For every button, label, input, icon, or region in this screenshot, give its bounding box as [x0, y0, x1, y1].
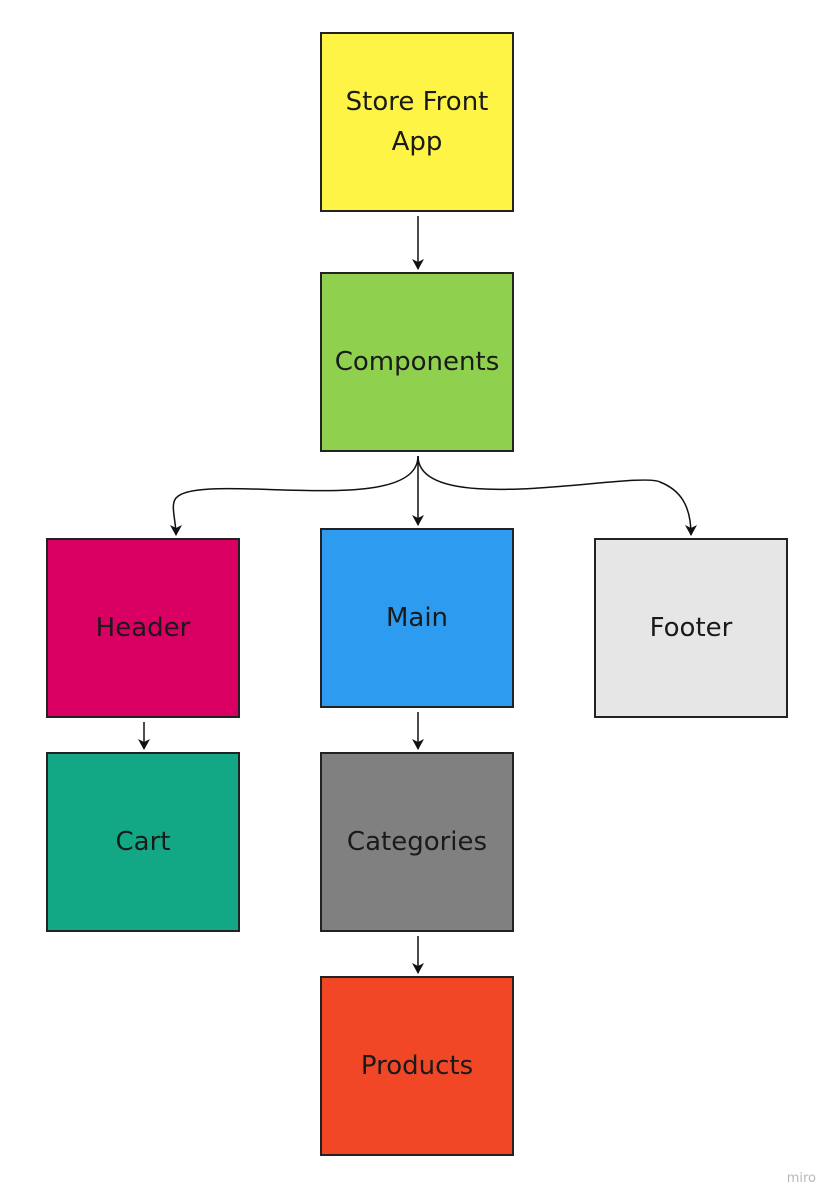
node-components[interactable]: Components	[320, 272, 514, 452]
node-label: Header	[95, 613, 191, 643]
node-label: Store Front App	[345, 87, 489, 157]
node-categories[interactable]: Categories	[320, 752, 514, 932]
edge-components-to-header	[169, 455, 419, 536]
node-label: Footer	[649, 613, 733, 643]
node-footer[interactable]: Footer	[594, 538, 788, 718]
node-label: Products	[360, 1051, 474, 1081]
node-label: Categories	[346, 827, 488, 857]
node-label: Cart	[115, 827, 171, 857]
node-main[interactable]: Main	[320, 528, 514, 708]
edge-components-to-footer	[417, 455, 697, 536]
node-cart[interactable]: Cart	[46, 752, 240, 932]
node-label: Components	[334, 347, 500, 377]
node-products[interactable]: Products	[320, 976, 514, 1156]
node-label: Main	[385, 603, 449, 633]
node-header[interactable]: Header	[46, 538, 240, 718]
node-store-front-app[interactable]: Store Front App	[320, 32, 514, 212]
watermark: miro	[786, 1171, 816, 1186]
